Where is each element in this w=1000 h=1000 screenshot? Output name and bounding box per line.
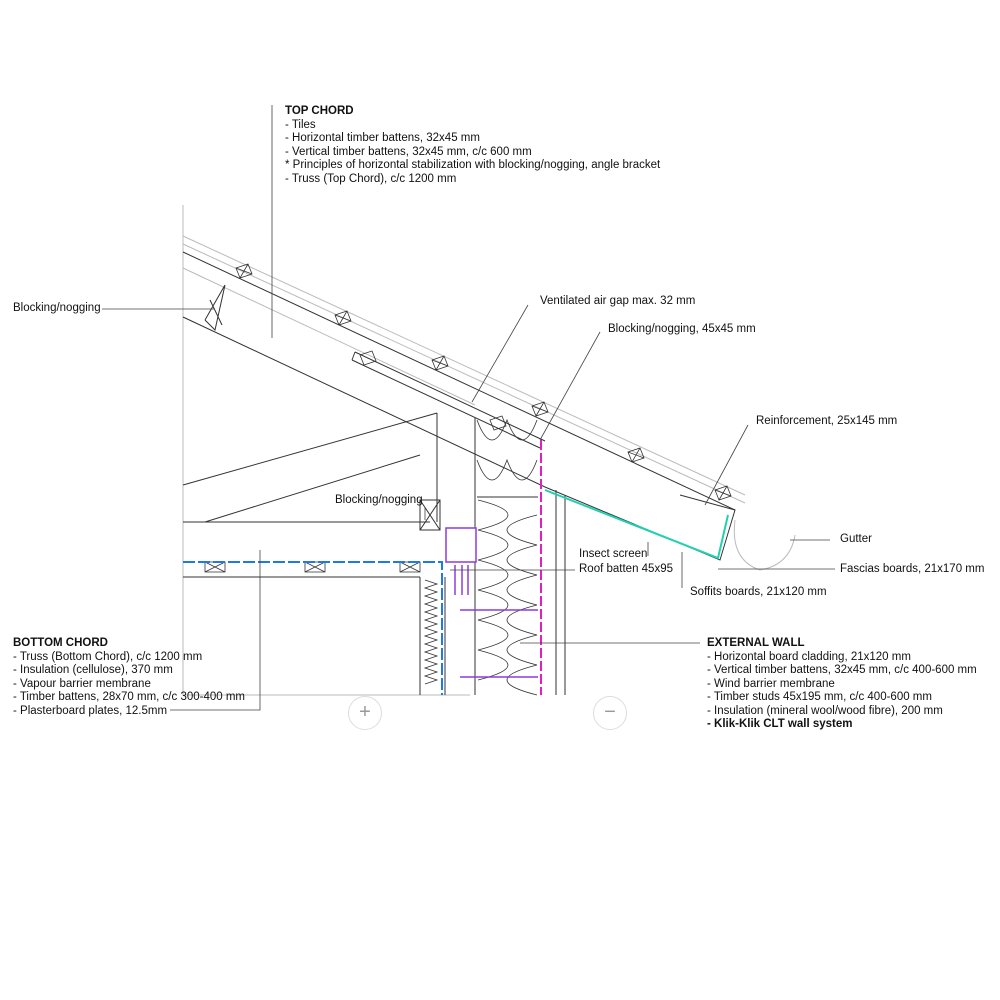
external-wall-item: - Vertical timber battens, 32x45 mm, c/c… xyxy=(707,664,977,676)
label-blocking-mid: Blocking/nogging xyxy=(335,494,423,506)
label-insect-screen: Insect screen xyxy=(579,548,648,560)
external-wall-item: - Timber studs 45x195 mm, c/c 400-600 mm xyxy=(707,691,932,703)
bottom-chord-item: - Timber battens, 28x70 mm, c/c 300-400 … xyxy=(13,691,246,703)
bottom-chord-item: - Plasterboard plates, 12.5mm xyxy=(13,704,168,717)
insect-screen xyxy=(544,489,729,560)
label-fascias: Fascias boards, 21x170 mm xyxy=(840,563,985,575)
leader-lines xyxy=(102,105,835,711)
top-chord-item: - Horizontal timber battens, 32x45 mm xyxy=(285,132,480,144)
external-wall-item: - Insulation (mineral wool/wood fibre), … xyxy=(707,704,943,717)
top-chord-item: - Tiles xyxy=(285,118,316,131)
top-chord-item: - Vertical timber battens, 32x45 mm, c/c… xyxy=(285,145,532,158)
label-soffits: Soffits boards, 21x120 mm xyxy=(690,586,827,598)
label-blocking-left: Blocking/nogging xyxy=(13,302,101,314)
vapour-barrier xyxy=(183,561,443,695)
bottom-chord-item: - Insulation (cellulose), 370 mm xyxy=(13,664,173,676)
wall-insulation xyxy=(204,418,538,696)
angle-bracket xyxy=(445,527,538,678)
label-gutter: Gutter xyxy=(840,533,872,545)
bottom-chord-annotation: BOTTOM CHORD - Truss (Bottom Chord), c/c… xyxy=(13,637,245,718)
label-roof-batten: Roof batten 45x95 xyxy=(579,563,673,575)
top-chord-annotation: TOP CHORD - Tiles - Horizontal timber ba… xyxy=(285,105,660,186)
bottom-chord-title: BOTTOM CHORD xyxy=(13,637,108,649)
faint-outlines xyxy=(182,205,796,696)
bottom-chord-item: - Truss (Bottom Chord), c/c 1200 mm xyxy=(13,650,203,663)
label-blocking-45x45: Blocking/nogging, 45x45 mm xyxy=(608,323,756,335)
external-wall-annotation: EXTERNAL WALL - Horizontal board claddin… xyxy=(707,637,977,732)
top-chord-title: TOP CHORD xyxy=(285,105,354,117)
roof-structure xyxy=(182,251,736,695)
bottom-chord-item: - Vapour barrier membrane xyxy=(13,677,151,690)
zoom-in-button[interactable]: + xyxy=(348,696,382,730)
label-ventilated-air-gap: Ventilated air gap max. 32 mm xyxy=(540,295,696,307)
external-wall-system: - Klik-Klik CLT wall system xyxy=(707,718,853,730)
top-chord-item: - Truss (Top Chord), c/c 1200 mm xyxy=(285,172,457,185)
top-chord-item: * Principles of horizontal stabilization… xyxy=(285,159,661,171)
label-reinforcement: Reinforcement, 25x145 mm xyxy=(756,415,898,427)
battens xyxy=(235,263,732,501)
external-wall-item: - Horizontal board cladding, 21x120 mm xyxy=(707,650,911,663)
external-wall-item: - Wind barrier membrane xyxy=(707,677,835,690)
external-wall-title: EXTERNAL WALL xyxy=(707,637,805,649)
zoom-out-button[interactable]: − xyxy=(593,696,627,730)
